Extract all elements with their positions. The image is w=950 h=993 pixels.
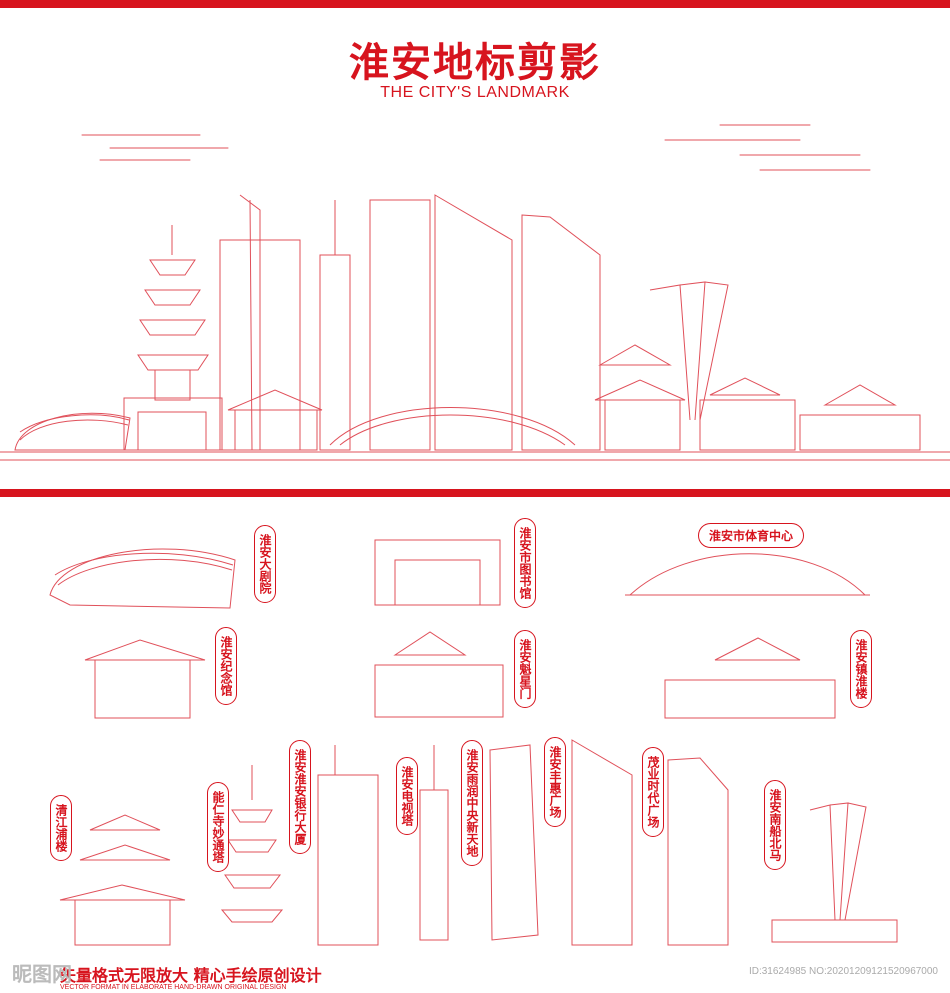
label-kuixing: 淮安魁星门 bbox=[514, 630, 536, 708]
page-subtitle: THE CITY'S LANDMARK bbox=[380, 84, 570, 101]
label-qingjiang: 清江浦楼 bbox=[50, 795, 72, 861]
divider-bar bbox=[0, 489, 950, 497]
label-tongta: 能仁寺妙通塔 bbox=[207, 782, 229, 872]
label-nanchuan: 淮安南船北马 bbox=[764, 780, 786, 870]
label-bank: 淮安淮安银行大厦 bbox=[289, 740, 311, 854]
label-yurun: 淮安雨润中央新天地 bbox=[461, 740, 483, 866]
watermark: 昵图网 bbox=[12, 962, 72, 986]
label-zhenhuai: 淮安镇淮楼 bbox=[850, 630, 872, 708]
label-tvtower: 淮安电视塔 bbox=[396, 757, 418, 835]
footer-tagline-en: VECTOR FORMAT IN ELABORATE HAND-DRAWN OR… bbox=[60, 984, 287, 991]
label-stadium: 淮安市体育中心 bbox=[698, 523, 805, 548]
top-bar bbox=[0, 0, 950, 8]
label-maoye: 茂业时代广场 bbox=[642, 747, 664, 837]
label-theatre: 淮安大剧院 bbox=[254, 525, 276, 603]
id-text: ID:31624985 NO:20201209121520967000 bbox=[748, 966, 938, 977]
skyline-illustration bbox=[0, 124, 950, 461]
label-fenghui: 淮安丰惠广场 bbox=[544, 737, 566, 827]
footer-tagline: 矢量格式无限放大 精心手绘原创设计 bbox=[60, 966, 322, 985]
label-memorial: 淮安纪念馆 bbox=[215, 627, 237, 705]
label-library: 淮安市图书馆 bbox=[514, 518, 536, 608]
page-title: 淮安地标剪影 bbox=[349, 40, 601, 86]
